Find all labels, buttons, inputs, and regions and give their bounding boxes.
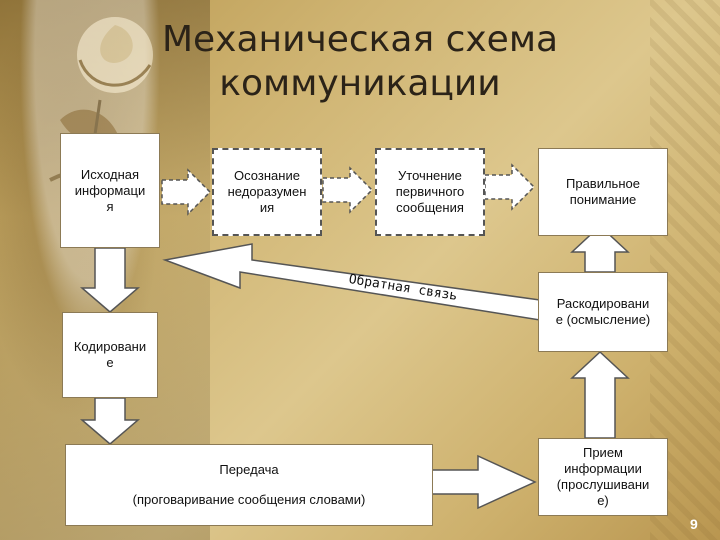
clarification-label: Уточнение первичного сообщения bbox=[395, 168, 465, 215]
arrow-source-to-awareness bbox=[161, 168, 212, 216]
transmission-box: Передача (проговаривание сообщения слова… bbox=[65, 444, 433, 526]
understanding-box: Правильное понимание bbox=[538, 148, 668, 236]
understanding-label: Правильное понимание bbox=[566, 176, 640, 207]
arrow-reception-to-decoding bbox=[570, 350, 630, 439]
encoding-label: Кодировани е bbox=[73, 339, 147, 370]
source-info-box: Исходная информаци я bbox=[60, 133, 160, 248]
arrow-decoding-to-understanding bbox=[570, 224, 630, 273]
decoding-box: Раскодировани е (осмысление) bbox=[538, 272, 668, 352]
transmission-title: Передача bbox=[219, 462, 279, 477]
title-text: Механическая схема коммуникации bbox=[161, 19, 559, 104]
transmission-detail: (проговаривание сообщения словами) bbox=[132, 492, 366, 507]
source-info-label: Исходная информаци я bbox=[74, 166, 146, 214]
awareness-box: Осознание недоразумен ия bbox=[212, 148, 322, 236]
page-title: Механическая схема коммуникации bbox=[120, 18, 600, 106]
page-number: 9 bbox=[690, 516, 698, 532]
feedback-arrow bbox=[162, 243, 541, 321]
awareness-label: Осознание недоразумен ия bbox=[227, 168, 307, 215]
clarification-box: Уточнение первичного сообщения bbox=[375, 148, 485, 236]
arrow-transmission-to-reception bbox=[431, 454, 537, 510]
arrow-encoding-to-transmission bbox=[79, 397, 141, 445]
reception-box: Прием информации (прослушивани е) bbox=[538, 438, 668, 516]
reception-label: Прием информации (прослушивани е) bbox=[556, 445, 650, 508]
arrow-awareness-to-clarification bbox=[322, 166, 374, 214]
arrow-source-to-encoding bbox=[79, 247, 141, 313]
encoding-box: Кодировани е bbox=[62, 312, 158, 398]
decoding-label: Раскодировани е (осмысление) bbox=[555, 296, 651, 327]
arrow-clarification-to-understanding bbox=[484, 163, 536, 211]
